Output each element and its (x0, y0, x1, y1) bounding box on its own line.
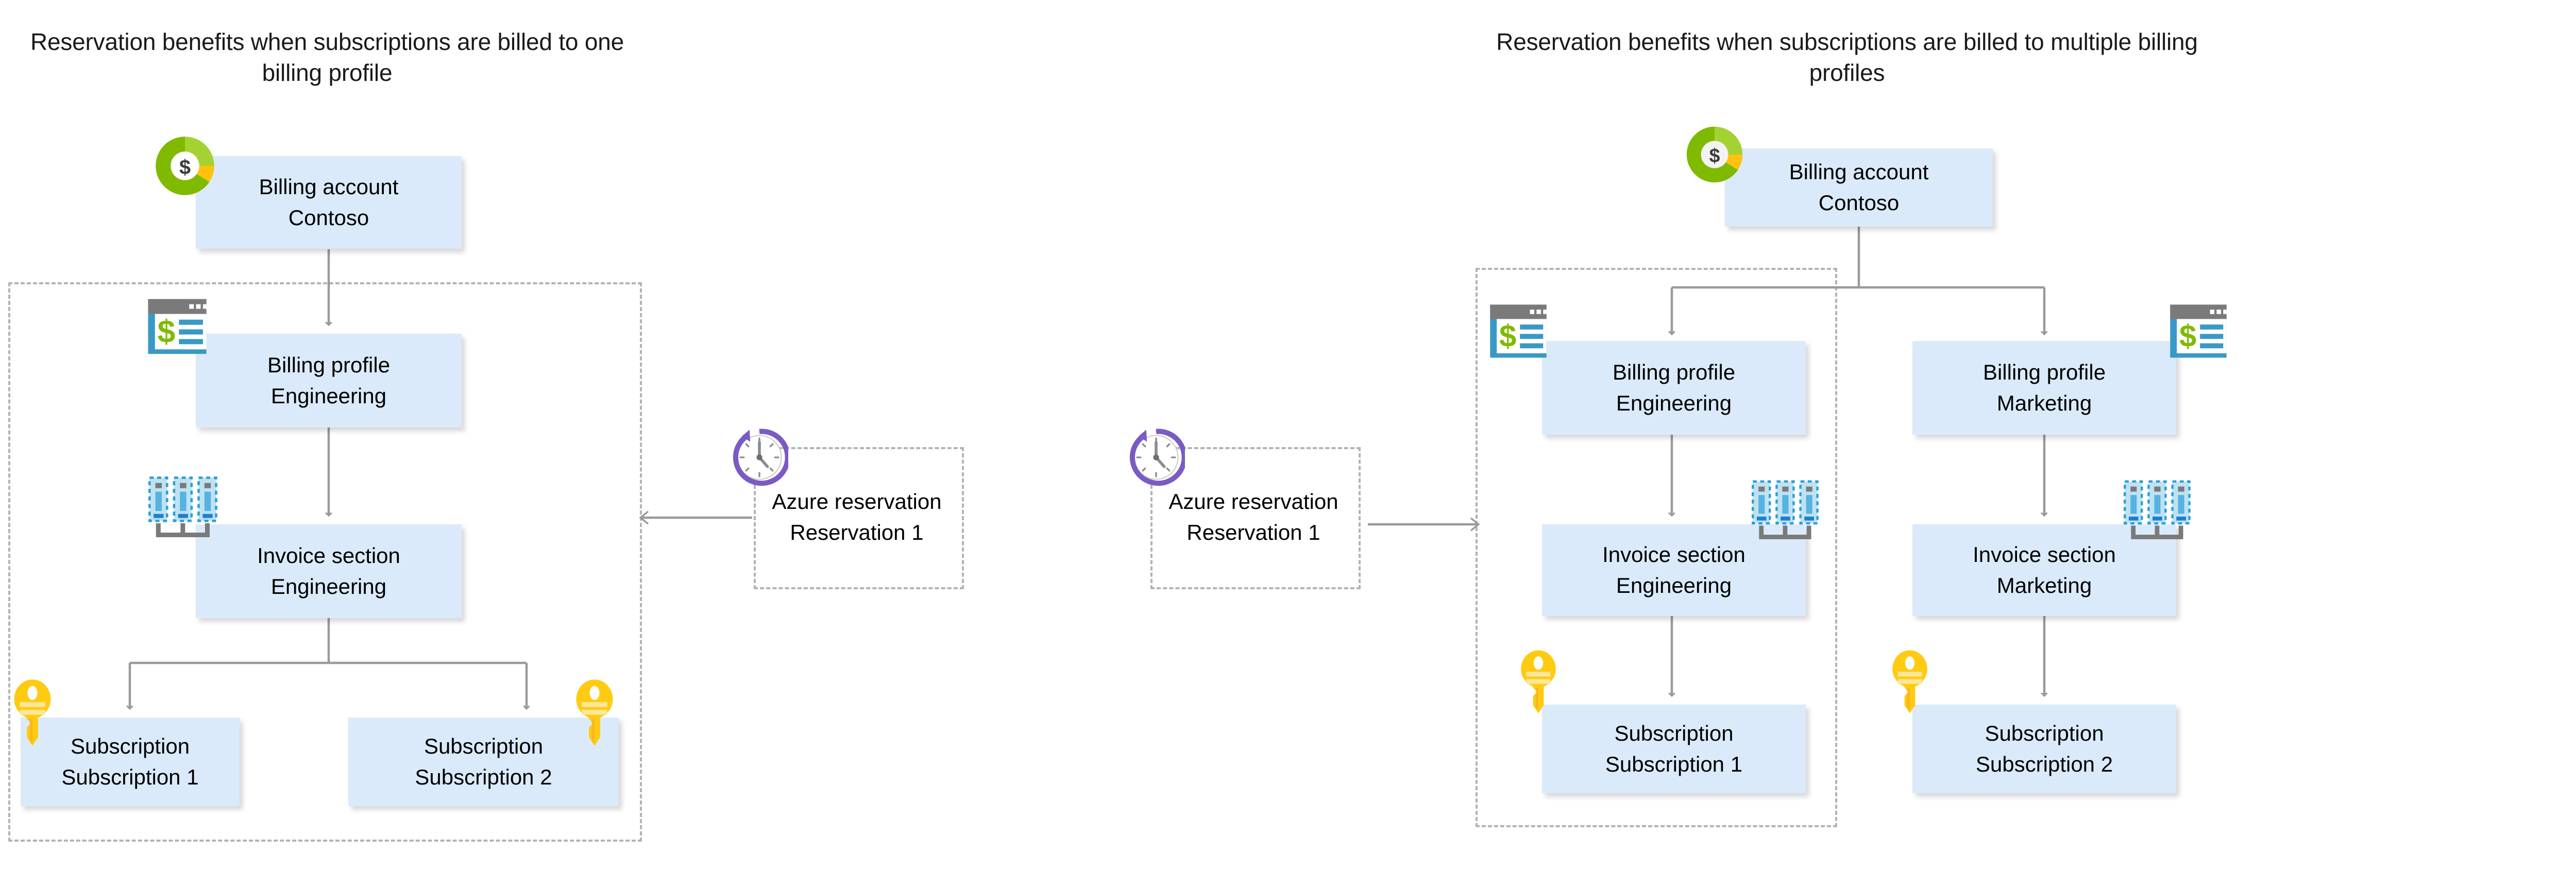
node-type-label: Billing profile (1982, 360, 2106, 385)
node-type-label: Invoice section (1973, 542, 2116, 567)
key-icon (573, 677, 616, 749)
invoice-section-icon (2124, 480, 2192, 543)
reservation-type-label: Azure reservation (1168, 489, 1338, 514)
diagram-title-right-line2: multiple billing profiles (1809, 28, 2198, 86)
node-name-label: Engineering (270, 384, 387, 408)
invoice-window-icon: $ (2168, 303, 2229, 361)
billing-profile-group-left (8, 282, 642, 842)
svg-text:$: $ (179, 156, 191, 179)
node-subscription-right-1[interactable]: Subscription Subscription 1 (1542, 705, 1806, 793)
svg-text:$: $ (158, 314, 176, 350)
money-donut-icon: $ (1682, 122, 1747, 187)
node-invoice-section-right-marketing[interactable]: Invoice section Marketing (1912, 524, 2176, 616)
node-billing-account-left[interactable]: Billing account Contoso (196, 156, 462, 249)
node-type-label: Subscription (423, 734, 544, 759)
invoice-section-icon (1752, 480, 1820, 543)
reservation-label-left[interactable]: Azure reservation Reservation 1 (754, 486, 960, 548)
node-invoice-section-right-engineering[interactable]: Invoice section Engineering (1542, 524, 1806, 616)
node-invoice-section-left-engineering[interactable]: Invoice section Engineering (196, 524, 462, 618)
svg-text:$: $ (2179, 319, 2196, 353)
money-donut-icon: $ (151, 132, 219, 200)
reservation-group-left (754, 447, 964, 589)
node-name-label: Engineering (270, 574, 387, 599)
node-name-label: Contoso (1818, 191, 1900, 215)
node-type-label: Billing account (1789, 160, 1929, 184)
key-icon (1518, 648, 1558, 717)
diagram-title-right-line1: Reservation benefits when subscriptions … (1496, 28, 2044, 55)
node-type-label: Billing profile (267, 353, 391, 378)
invoice-window-icon: $ (146, 298, 209, 356)
node-type-label: Subscription (70, 734, 190, 759)
node-billing-profile-right-engineering[interactable]: Billing profile Engineering (1542, 341, 1806, 435)
reservation-label-right[interactable]: Azure reservation Reservation 1 (1150, 486, 1357, 548)
node-subscription-left-1[interactable]: Subscription Subscription 1 (21, 718, 240, 806)
node-name-label: Subscription 1 (61, 765, 199, 789)
reservation-type-label: Azure reservation (772, 489, 942, 514)
invoice-window-icon: $ (1488, 303, 1549, 361)
invoice-section-icon (148, 476, 218, 541)
node-subscription-right-2[interactable]: Subscription Subscription 2 (1912, 705, 2176, 793)
node-type-label: Billing account (259, 175, 399, 199)
clock-refresh-icon (731, 429, 790, 486)
node-name-label: Marketing (1996, 391, 2092, 415)
reservation-name-label: Reservation 1 (790, 520, 924, 544)
diagram-title-right: Reservation benefits when subscriptions … (1479, 27, 2215, 89)
diagram-title-left: Reservation benefits when subscriptions … (10, 27, 644, 89)
node-type-label: Billing profile (1612, 360, 1736, 385)
svg-text:$: $ (1499, 319, 1516, 353)
diagram-title-left-line1: Reservation benefits when subscriptions … (30, 28, 624, 55)
node-name-label: Subscription 1 (1605, 752, 1743, 776)
billing-profile-group-right (1476, 268, 1837, 827)
node-name-label: Contoso (288, 206, 369, 230)
key-icon (11, 677, 54, 749)
node-name-label: Subscription 2 (1975, 752, 2113, 776)
key-icon (1890, 648, 1930, 717)
node-billing-profile-left-engineering[interactable]: Billing profile Engineering (196, 334, 462, 428)
reservation-group-right (1150, 447, 1361, 589)
node-name-label: Engineering (1616, 573, 1732, 597)
node-type-label: Invoice section (257, 543, 400, 568)
node-type-label: Subscription (1614, 721, 1734, 746)
clock-refresh-icon (1127, 429, 1187, 486)
node-type-label: Invoice section (1602, 542, 1745, 567)
reservation-name-label: Reservation 1 (1187, 520, 1320, 544)
node-name-label: Subscription 2 (415, 765, 552, 789)
node-subscription-left-2[interactable]: Subscription Subscription 2 (348, 718, 619, 806)
node-type-label: Subscription (1985, 721, 2104, 746)
diagram-title-left-line2: billing profile (262, 59, 393, 86)
node-billing-account-right[interactable]: Billing account Contoso (1725, 148, 1993, 227)
node-billing-profile-right-marketing[interactable]: Billing profile Marketing (1912, 341, 2176, 435)
svg-text:$: $ (1709, 145, 1720, 167)
node-name-label: Engineering (1616, 391, 1732, 415)
node-name-label: Marketing (1996, 573, 2092, 597)
